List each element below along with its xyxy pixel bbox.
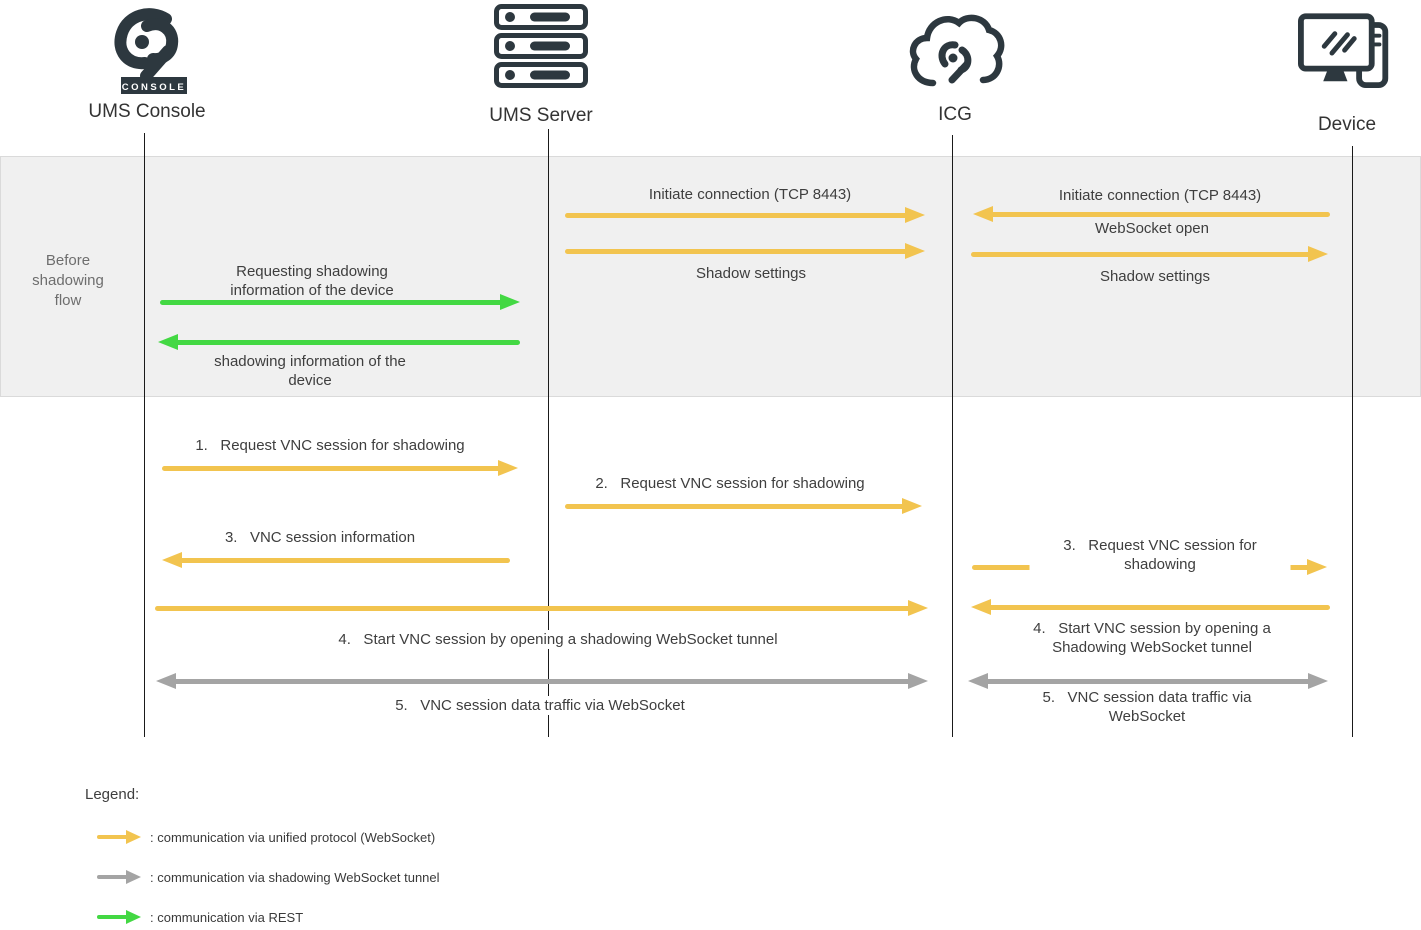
arrowhead-left-icon: [973, 206, 993, 222]
message-label: 4. Start VNC session by opening a Shadow…: [1029, 619, 1275, 657]
arrowhead-left-icon: [162, 552, 182, 568]
actor-label-ums-server: UMS Server: [489, 105, 593, 126]
arrowhead-right-icon: [908, 600, 928, 616]
message-label: 3. Request VNC session for shadowing: [1029, 536, 1291, 574]
message-label: 3. VNC session information: [220, 528, 420, 547]
legend-title: Legend:: [85, 786, 140, 803]
legend: Legend: : communication via unified prot…: [85, 786, 440, 925]
arrowhead-right-icon: [1307, 559, 1327, 575]
device-monitor-icon: [1298, 13, 1389, 89]
message-arrow-unified: [155, 600, 928, 616]
message-label: shadowing information of the device: [214, 353, 406, 389]
message-label: Requesting shadowing information of the …: [230, 263, 394, 299]
message-label: Shadow settings: [695, 265, 807, 282]
legend-row-unified: : communication via unified protocol (We…: [85, 829, 440, 845]
arrowhead-right-icon: [1308, 246, 1328, 262]
message-label: 5. VNC session data traffic via WebSocke…: [1038, 688, 1256, 726]
lifeline-icg: [951, 135, 953, 737]
ums-console-logo-icon: CONSOLE: [114, 8, 187, 94]
rest-arrow-icon: [97, 910, 141, 924]
actor-label-ums-console: UMS Console: [88, 101, 206, 122]
message-label: 4. Start VNC session by opening a shadow…: [334, 630, 782, 649]
lifeline-ums-server: [547, 129, 549, 737]
console-badge-text: CONSOLE: [122, 82, 186, 93]
arrowhead-left-icon: [971, 599, 991, 615]
message-label: Shadow settings: [1099, 268, 1211, 285]
message-label: 2. Request VNC session for shadowing: [591, 474, 869, 493]
arrowhead-left-icon: [968, 673, 988, 689]
arrowhead-left-icon: [158, 334, 178, 350]
legend-label-unified: : communication via unified protocol (We…: [150, 829, 436, 845]
arrowhead-right-icon: [908, 673, 928, 689]
server-rack-icon: [494, 4, 588, 88]
message-arrow-tunnel: [156, 673, 928, 689]
message-label: WebSocket open: [1095, 220, 1209, 237]
legend-row-tunnel: : communication via shadowing WebSocket …: [85, 869, 440, 885]
message-arrow-unified: [973, 206, 1330, 222]
message-arrow-rest: [158, 334, 520, 350]
arrowhead-right-icon: [905, 243, 925, 259]
message-arrow-unified: [565, 207, 925, 223]
unified-protocol-arrow-icon: [97, 830, 141, 844]
message-label: 5. VNC session data traffic via WebSocke…: [391, 696, 689, 715]
arrowhead-right-icon: [498, 460, 518, 476]
message-arrow-unified: [162, 552, 510, 568]
lifeline-ums-console: [143, 133, 145, 737]
band-label: Before shadowing flow: [32, 252, 104, 309]
arrowhead-right-icon: [1308, 673, 1328, 689]
actor-label-icg: ICG: [938, 104, 972, 125]
websocket-tunnel-arrow-icon: [97, 870, 141, 884]
arrowhead-right-icon: [902, 498, 922, 514]
legend-row-rest: : communication via REST: [85, 909, 440, 925]
message-arrow-unified: [565, 243, 925, 259]
message-arrow-tunnel: [968, 673, 1328, 689]
actor-label-device: Device: [1317, 114, 1377, 135]
legend-label-rest: : communication via REST: [150, 909, 304, 925]
message-arrow-unified: [162, 460, 518, 476]
message-label: Initiate connection (TCP 8443): [1058, 187, 1262, 204]
message-label: 1. Request VNC session for shadowing: [191, 436, 469, 455]
arrowhead-left-icon: [156, 673, 176, 689]
message-arrow-unified: [565, 498, 922, 514]
icg-cloud-icon: [909, 14, 1005, 87]
arrowhead-right-icon: [905, 207, 925, 223]
lifeline-device: [1351, 146, 1353, 737]
before-shadowing-band: [0, 156, 1421, 397]
message-arrow-unified: [971, 599, 1330, 615]
message-arrow-rest: [160, 294, 520, 310]
message-label: Initiate connection (TCP 8443): [648, 186, 852, 203]
arrowhead-right-icon: [500, 294, 520, 310]
message-arrow-unified: [971, 246, 1328, 262]
legend-label-tunnel: : communication via shadowing WebSocket …: [150, 869, 440, 885]
